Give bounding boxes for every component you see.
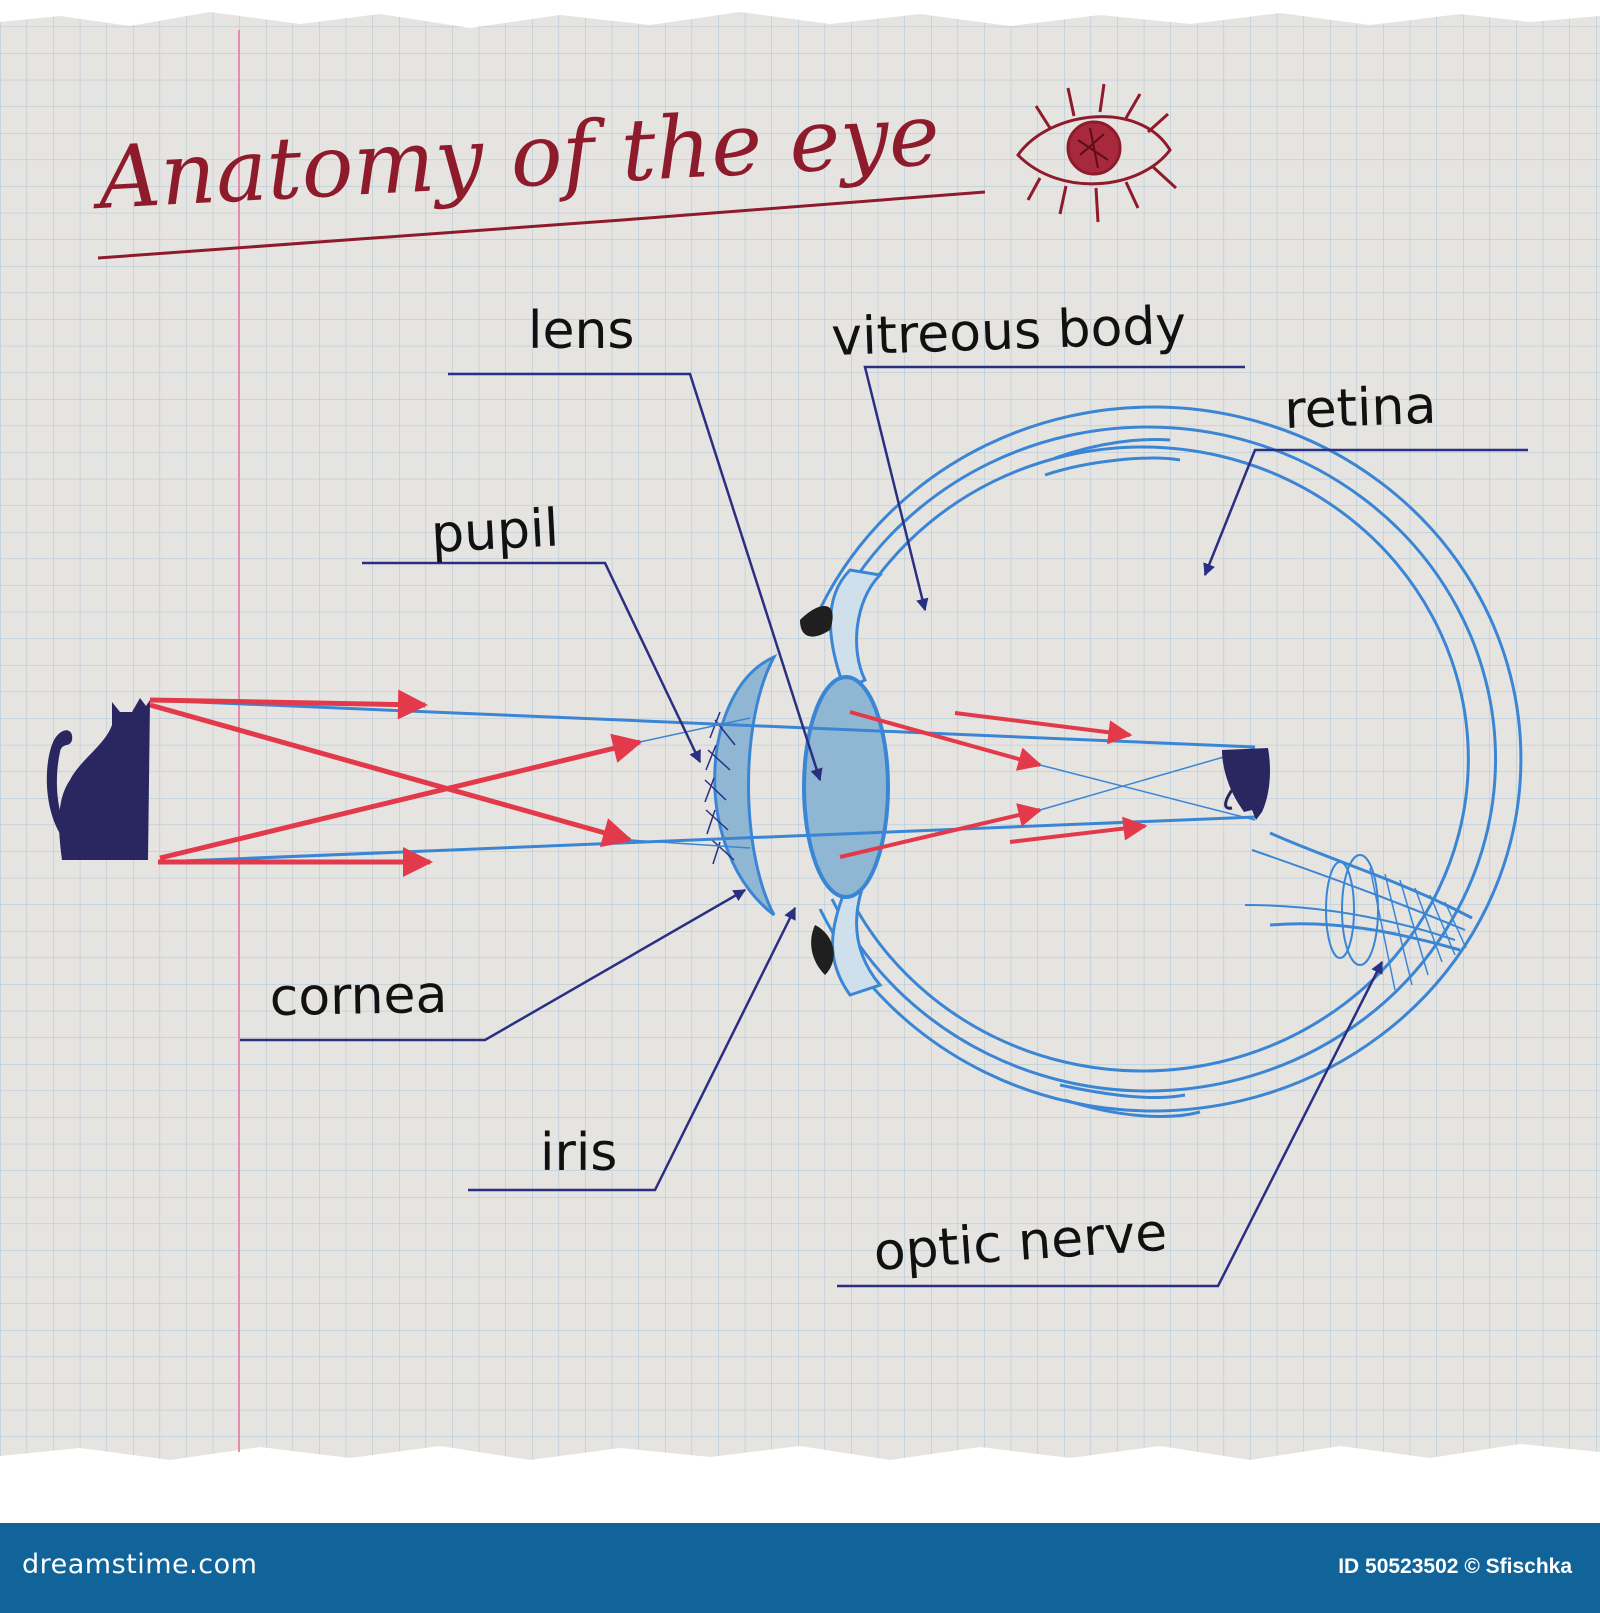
label-retina: retina (1283, 376, 1437, 441)
footer-author: © Sfischka (1464, 1555, 1572, 1578)
light-rays (149, 689, 1256, 877)
label-vitreous-body: vitreous body (830, 296, 1187, 368)
eye-muscle-bottom (1064, 1098, 1201, 1118)
optic-nerve (1244, 831, 1473, 991)
sclera-outer (818, 405, 1523, 1113)
inverted-cat-image-icon (1222, 748, 1270, 820)
eye-muscle-top (1044, 456, 1181, 477)
eye-doodle-icon (1016, 83, 1178, 223)
title-underline (97, 190, 986, 260)
cat-icon (46, 698, 150, 860)
iris (829, 568, 884, 997)
graph-paper (0, 12, 1600, 1460)
watermark-footer: dreamstime.com ID 50523502 © Sfischka (0, 1523, 1600, 1613)
footer-credit: ID 50523502 © Sfischka (1338, 1555, 1572, 1579)
eyeball (818, 405, 1523, 1118)
label-cornea: cornea (269, 965, 448, 1028)
label-iris: iris (540, 1123, 617, 1183)
label-lens: lens (528, 301, 635, 361)
footer-image-id: ID 50523502 (1338, 1555, 1459, 1578)
footer-site-name: dreamstime.com (22, 1549, 258, 1580)
label-pointers (240, 365, 1528, 1288)
eye-anatomy-diagram: Anatomy of the eye (0, 12, 1600, 1460)
choroid (830, 425, 1498, 1093)
label-pupil: pupil (430, 498, 561, 565)
ciliary-dot-top (800, 606, 833, 637)
ciliary-dot-bottom (811, 925, 834, 975)
lens-shape (802, 675, 890, 899)
